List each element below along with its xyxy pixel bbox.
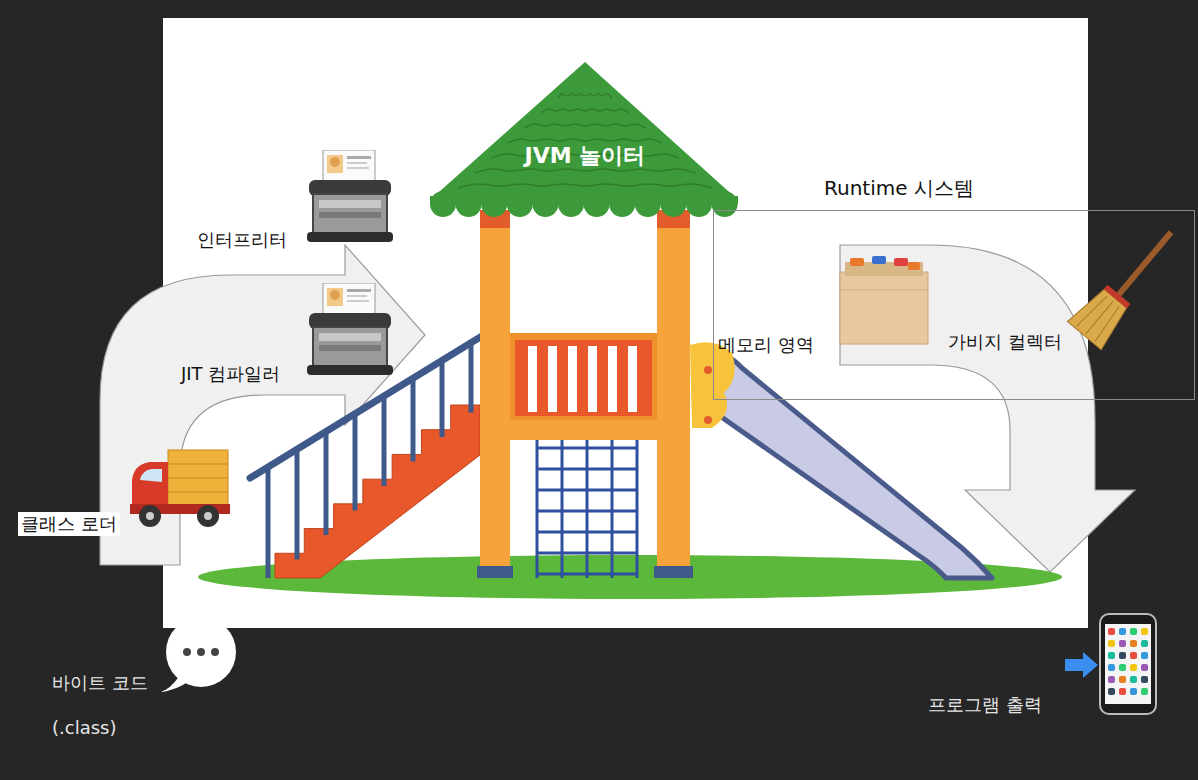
input-label: (.class) [52, 716, 116, 740]
component-label: 클래스 로더 [18, 512, 120, 536]
input-label: 바이트 코드 [52, 671, 148, 695]
component-label: 인터프리터 [197, 228, 287, 252]
diagram-title: JVM 놀이터 [525, 142, 646, 170]
runtime-region: Runtime 시스템 [713, 210, 1195, 400]
component-label: 메모리 영역 [718, 333, 814, 357]
region-heading: Runtime 시스템 [824, 175, 974, 201]
component-label: 가비지 컬렉터 [948, 330, 1062, 354]
component-label: JIT 컴파일러 [181, 362, 280, 386]
output-label: 프로그램 출력 [928, 693, 1042, 717]
